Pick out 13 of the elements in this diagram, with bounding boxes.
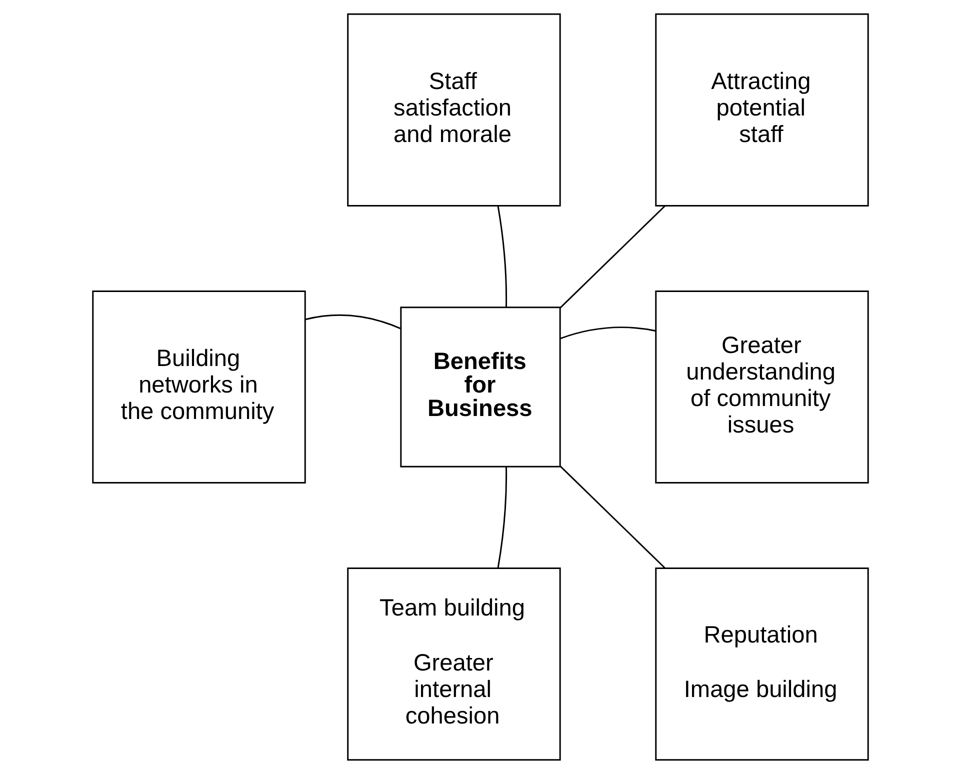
connector bbox=[559, 466, 665, 569]
node-box: Staff satisfaction and morale bbox=[346, 13, 560, 206]
node-box: Reputation Image building bbox=[654, 568, 868, 761]
connector bbox=[559, 205, 666, 308]
node-box: Greater understanding of community issues bbox=[654, 290, 868, 484]
connector bbox=[496, 467, 507, 568]
node-box: Benefits for Business bbox=[400, 306, 560, 468]
node-box: Building networks in the community bbox=[92, 290, 306, 484]
connector bbox=[305, 314, 400, 330]
node-box: Team building Greater internal cohesion bbox=[346, 568, 560, 761]
connector bbox=[559, 326, 656, 340]
node-box: Attracting potential staff bbox=[654, 13, 868, 206]
connector bbox=[496, 206, 507, 308]
